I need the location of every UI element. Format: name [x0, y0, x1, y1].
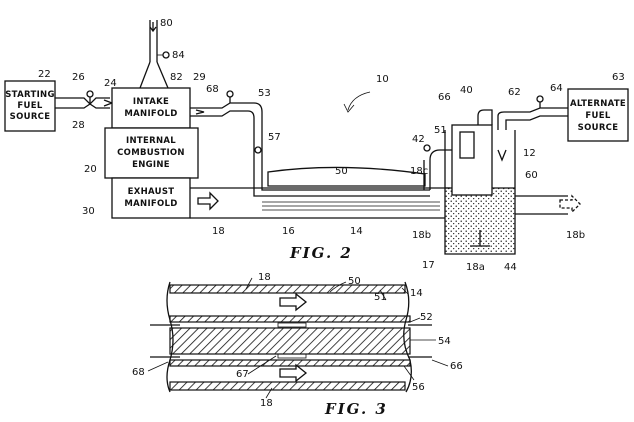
ref-10: 10: [376, 74, 389, 85]
ref-18: 18: [212, 226, 225, 237]
fig3-ref-54: 54: [438, 336, 451, 347]
fig3-ref-68: 68: [132, 367, 145, 378]
engine-line3: ENGINE: [132, 160, 170, 170]
air-inlet-line: [139, 20, 170, 89]
exhaust-line1: EXHAUST: [128, 187, 175, 197]
engine-line1: INTERNAL: [126, 136, 176, 146]
ref-68: 68: [206, 84, 219, 95]
heat-exchanger: [262, 166, 440, 211]
ref-12: 12: [523, 148, 536, 159]
ref-53: 53: [258, 88, 271, 99]
ref-30: 30: [82, 206, 95, 217]
ref-66: 66: [438, 92, 451, 103]
fuel-tank: [444, 124, 516, 255]
ref-29: 29: [193, 72, 206, 83]
ref-18b-outlet: 18b: [566, 230, 585, 241]
ref-80: 80: [160, 18, 173, 29]
fig3-ref-66: 66: [450, 361, 463, 372]
fig3-ref-56: 56: [412, 382, 425, 393]
ref-82: 82: [170, 72, 183, 83]
ref-28: 28: [72, 120, 85, 131]
ref-62: 62: [508, 87, 521, 98]
ref-24: 24: [104, 78, 117, 89]
fig2-caption: FIG. 2: [289, 244, 353, 262]
ref-17: 17: [422, 260, 435, 271]
ref-16: 16: [282, 226, 295, 237]
ref-57: 57: [268, 132, 281, 143]
fig3-ref-18-bottom: 18: [260, 398, 273, 409]
fig3-ref-18-top: 18: [258, 272, 271, 283]
starting-fuel-line2: FUEL: [17, 101, 42, 111]
ref-14: 14: [350, 226, 363, 237]
ref-84: 84: [172, 50, 185, 61]
upper-lines: [477, 95, 568, 162]
alternate-fuel-line1: ALTERNATE: [570, 99, 626, 109]
valve-42-loop: [423, 144, 452, 190]
exhaust-manifold-box: EXHAUST MANIFOLD: [111, 177, 191, 219]
fig3-ref-50: 50: [348, 276, 361, 287]
ref-42: 42: [412, 134, 425, 145]
ref-60: 60: [525, 170, 538, 181]
ref-18a: 18a: [466, 262, 485, 273]
ref-18c: 18c: [410, 166, 428, 177]
fig3-ref-51: 51: [374, 292, 387, 303]
ref-26: 26: [72, 72, 85, 83]
starting-fuel-line1: STARTING: [5, 90, 54, 100]
ref-50: 50: [335, 166, 348, 177]
exhaust-line2: MANIFOLD: [124, 199, 177, 209]
fig3-ref-52: 52: [420, 312, 433, 323]
starting-fuel-line3: SOURCE: [10, 112, 51, 122]
exhaust-pipe: [190, 187, 581, 219]
engine-line2: COMBUSTION: [117, 148, 185, 158]
fig3-ref-14: 14: [410, 288, 423, 299]
ref-51: 51: [434, 125, 447, 136]
alternate-fuel-line3: SOURCE: [578, 123, 619, 133]
ref-20: 20: [84, 164, 97, 175]
alternate-fuel-line2: FUEL: [585, 111, 610, 121]
alternate-fuel-source-box: ALTERNATE FUEL SOURCE: [567, 88, 629, 142]
fig3-diagram: 18 50 51 14 52 54 66 68 67 56 18 FIG. 3: [132, 272, 463, 418]
ref-18b: 18b: [412, 230, 431, 241]
vapor-return-line: [190, 90, 430, 197]
starting-fuel-source-box: STARTING FUEL SOURCE: [4, 80, 56, 132]
starting-fuel-line: [55, 90, 114, 109]
ref-22: 22: [38, 69, 51, 80]
ref-64: 64: [550, 83, 563, 94]
ref-40: 40: [460, 85, 473, 96]
fig2-diagram: STARTING FUEL SOURCE INTAKE MANIFOLD: [4, 18, 629, 273]
fig3-caption: FIG. 3: [324, 400, 388, 418]
fig3-ref-67: 67: [236, 369, 249, 380]
intake-manifold-box: INTAKE MANIFOLD: [111, 87, 191, 129]
engine-box: INTERNAL COMBUSTION ENGINE: [104, 127, 199, 179]
ref-44: 44: [504, 262, 517, 273]
ref-63: 63: [612, 72, 625, 83]
intake-line1: INTAKE: [133, 97, 169, 107]
arrow-10: [343, 91, 371, 113]
intake-line2: MANIFOLD: [124, 109, 177, 119]
